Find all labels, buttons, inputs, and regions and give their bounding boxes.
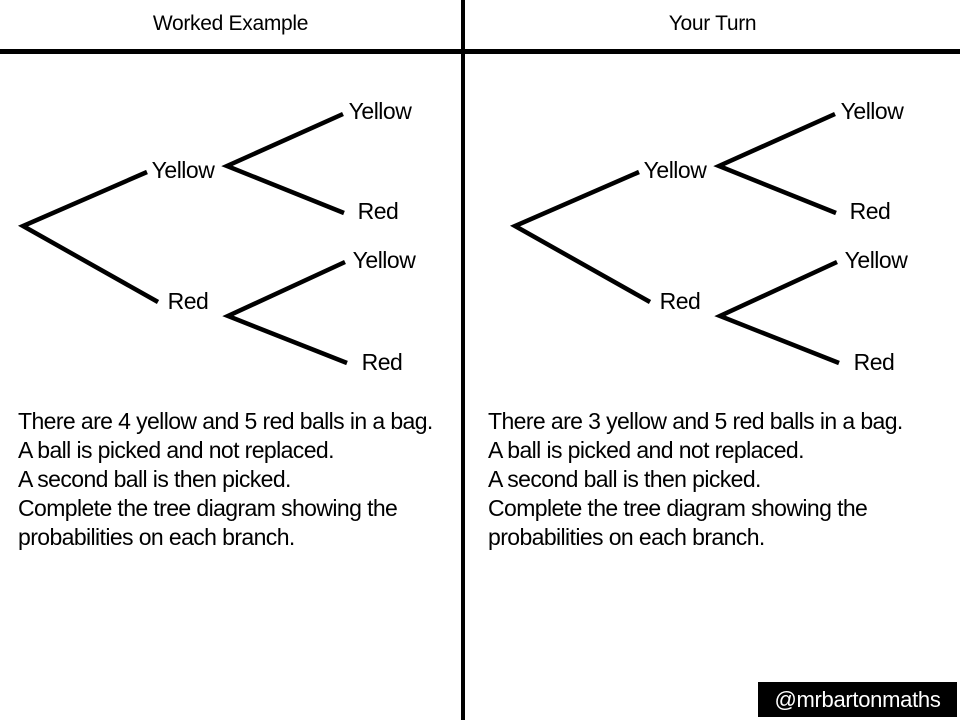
- problem-line: probabilities on each branch.: [18, 524, 295, 550]
- center-divider-line: [461, 0, 465, 720]
- problem-line: A second ball is then picked.: [488, 466, 761, 492]
- problem-line: A second ball is then picked.: [18, 466, 291, 492]
- problem-line: probabilities on each branch.: [488, 524, 765, 550]
- problem-text-your-turn: There are 3 yellow and 5 red balls in a …: [488, 407, 938, 552]
- problem-line: A ball is picked and not replaced.: [488, 437, 804, 463]
- branch-label-second-yellow-yellow: Yellow: [349, 98, 413, 124]
- branch-label-second-red-red: Red: [362, 349, 403, 375]
- branch-label-first-red: Red: [660, 288, 701, 314]
- problem-line: There are 4 yellow and 5 red balls in a …: [18, 408, 433, 434]
- probability-tree-worked-example: Yellow Red Yellow Red Yellow Red: [17, 98, 417, 375]
- problem-line: There are 3 yellow and 5 red balls in a …: [488, 408, 903, 434]
- problem-line: Complete the tree diagram showing the: [18, 495, 398, 521]
- branch-label-second-yellow-red: Red: [358, 198, 399, 224]
- first-pick-branch-lines: [509, 169, 652, 304]
- panel-title-your-turn: Your Turn: [668, 12, 757, 35]
- second-pick-branch-lines-after-red: [222, 259, 348, 366]
- second-pick-branch-lines-after-yellow: [713, 111, 837, 216]
- problem-line: Complete the tree diagram showing the: [488, 495, 868, 521]
- branch-label-first-red: Red: [168, 288, 209, 314]
- panel-title-worked-example: Worked Example: [152, 12, 309, 35]
- branch-label-first-yellow: Yellow: [644, 157, 708, 183]
- branch-label-second-red-yellow: Yellow: [845, 247, 909, 273]
- header-divider-line: [0, 49, 960, 54]
- branch-label-second-red-red: Red: [854, 349, 895, 375]
- second-pick-branch-lines-after-yellow: [221, 111, 345, 216]
- watermark-text: @mrbartonmaths: [774, 686, 941, 712]
- branch-label-second-yellow-red: Red: [850, 198, 891, 224]
- branch-label-second-red-yellow: Yellow: [353, 247, 417, 273]
- watermark-badge: @mrbartonmaths: [758, 682, 957, 717]
- first-pick-branch-lines: [17, 169, 160, 304]
- branch-label-second-yellow-yellow: Yellow: [841, 98, 905, 124]
- probability-tree-your-turn: Yellow Red Yellow Red Yellow Red: [509, 98, 909, 375]
- branch-label-first-yellow: Yellow: [152, 157, 216, 183]
- second-pick-branch-lines-after-red: [714, 259, 840, 366]
- problem-line: A ball is picked and not replaced.: [18, 437, 334, 463]
- problem-text-worked-example: There are 4 yellow and 5 red balls in a …: [18, 407, 468, 552]
